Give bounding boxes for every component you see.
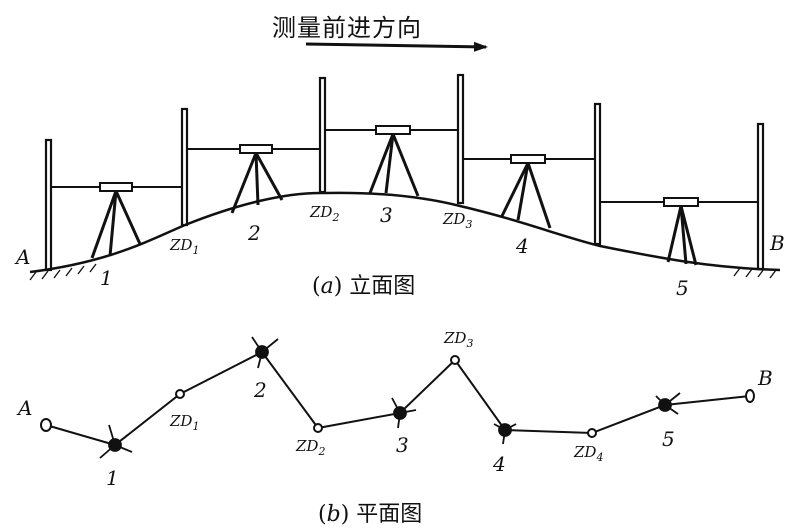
plan-zd4: ZD4 <box>573 443 603 464</box>
plan-stations <box>99 336 681 459</box>
plan-point-a <box>40 418 52 432</box>
elev-zd3: ZD3 <box>442 210 472 231</box>
staff-b <box>756 122 765 271</box>
plan-point-b <box>745 389 755 403</box>
plan-traverse <box>45 350 751 447</box>
caption-elevation-letter: a <box>320 274 334 299</box>
plan-zd2: ZD2 <box>295 437 325 458</box>
plan-station-3-label: 3 <box>396 433 409 457</box>
caption-elevation-text: 立面图 <box>349 274 416 299</box>
elev-station-1: 1 <box>100 266 113 290</box>
plan-station-1-label: 1 <box>106 466 119 490</box>
elev-station-5: 5 <box>676 276 689 300</box>
instrument-2 <box>230 144 284 214</box>
instrument-5 <box>663 197 699 266</box>
direction-arrow <box>305 41 488 52</box>
elev-station-4: 4 <box>515 234 529 258</box>
caption-elevation: (a) 立面图 <box>312 274 416 299</box>
instrument-1 <box>90 182 142 259</box>
staff-zd1 <box>180 107 189 227</box>
plan-zd3: ZD3 <box>443 329 473 350</box>
plan-station-1 <box>99 424 133 459</box>
instrument-4 <box>500 154 552 229</box>
elevation-view: A B 1 2 3 4 5 ZD1 ZD2 ZD3 <box>14 73 785 300</box>
plan-zd1-mark <box>175 389 185 399</box>
level-instruments <box>90 125 699 266</box>
plan-station-2 <box>251 336 279 369</box>
plan-station-5 <box>655 392 681 415</box>
elev-zd2: ZD2 <box>309 203 339 224</box>
elev-zd1: ZD1 <box>169 236 199 257</box>
leveling-staffs <box>44 73 765 272</box>
caption-plan-text: 平面图 <box>356 502 423 527</box>
staff-a <box>44 138 53 272</box>
elev-station-2: 2 <box>247 221 261 245</box>
staff-zd2-front <box>456 73 465 205</box>
plan-zd4-mark <box>587 428 597 438</box>
caption-plan-letter: b <box>326 502 341 527</box>
plan-label-a: A <box>16 396 32 420</box>
elev-station-3: 3 <box>380 203 393 227</box>
plan-station-5-label: 5 <box>662 427 675 451</box>
plan-zd2-mark <box>313 423 323 433</box>
staff-zd2-back <box>318 76 327 194</box>
ground-profile <box>29 191 781 274</box>
plan-label-b: B <box>757 366 773 390</box>
plan-turning-points <box>40 355 755 438</box>
staff-zd3 <box>593 102 602 246</box>
plan-station-2-label: 2 <box>253 378 267 402</box>
plan-station-3 <box>391 397 417 429</box>
caption-plan: (b) 平面图 <box>318 502 423 527</box>
elev-label-a: A <box>14 245 30 269</box>
plan-zd3-mark <box>450 355 460 365</box>
plan-station-4-label: 4 <box>492 452 506 476</box>
plan-station-4 <box>493 423 517 445</box>
plan-zd1: ZD1 <box>169 412 199 433</box>
plan-view: A B 1 2 3 4 5 ZD1 ZD2 ZD3 ZD4 <box>16 329 773 490</box>
elev-label-b: B <box>769 231 785 255</box>
direction-label: 测量前进方向 <box>272 14 422 42</box>
instrument-3 <box>368 125 420 197</box>
ground-hatching <box>29 263 777 281</box>
